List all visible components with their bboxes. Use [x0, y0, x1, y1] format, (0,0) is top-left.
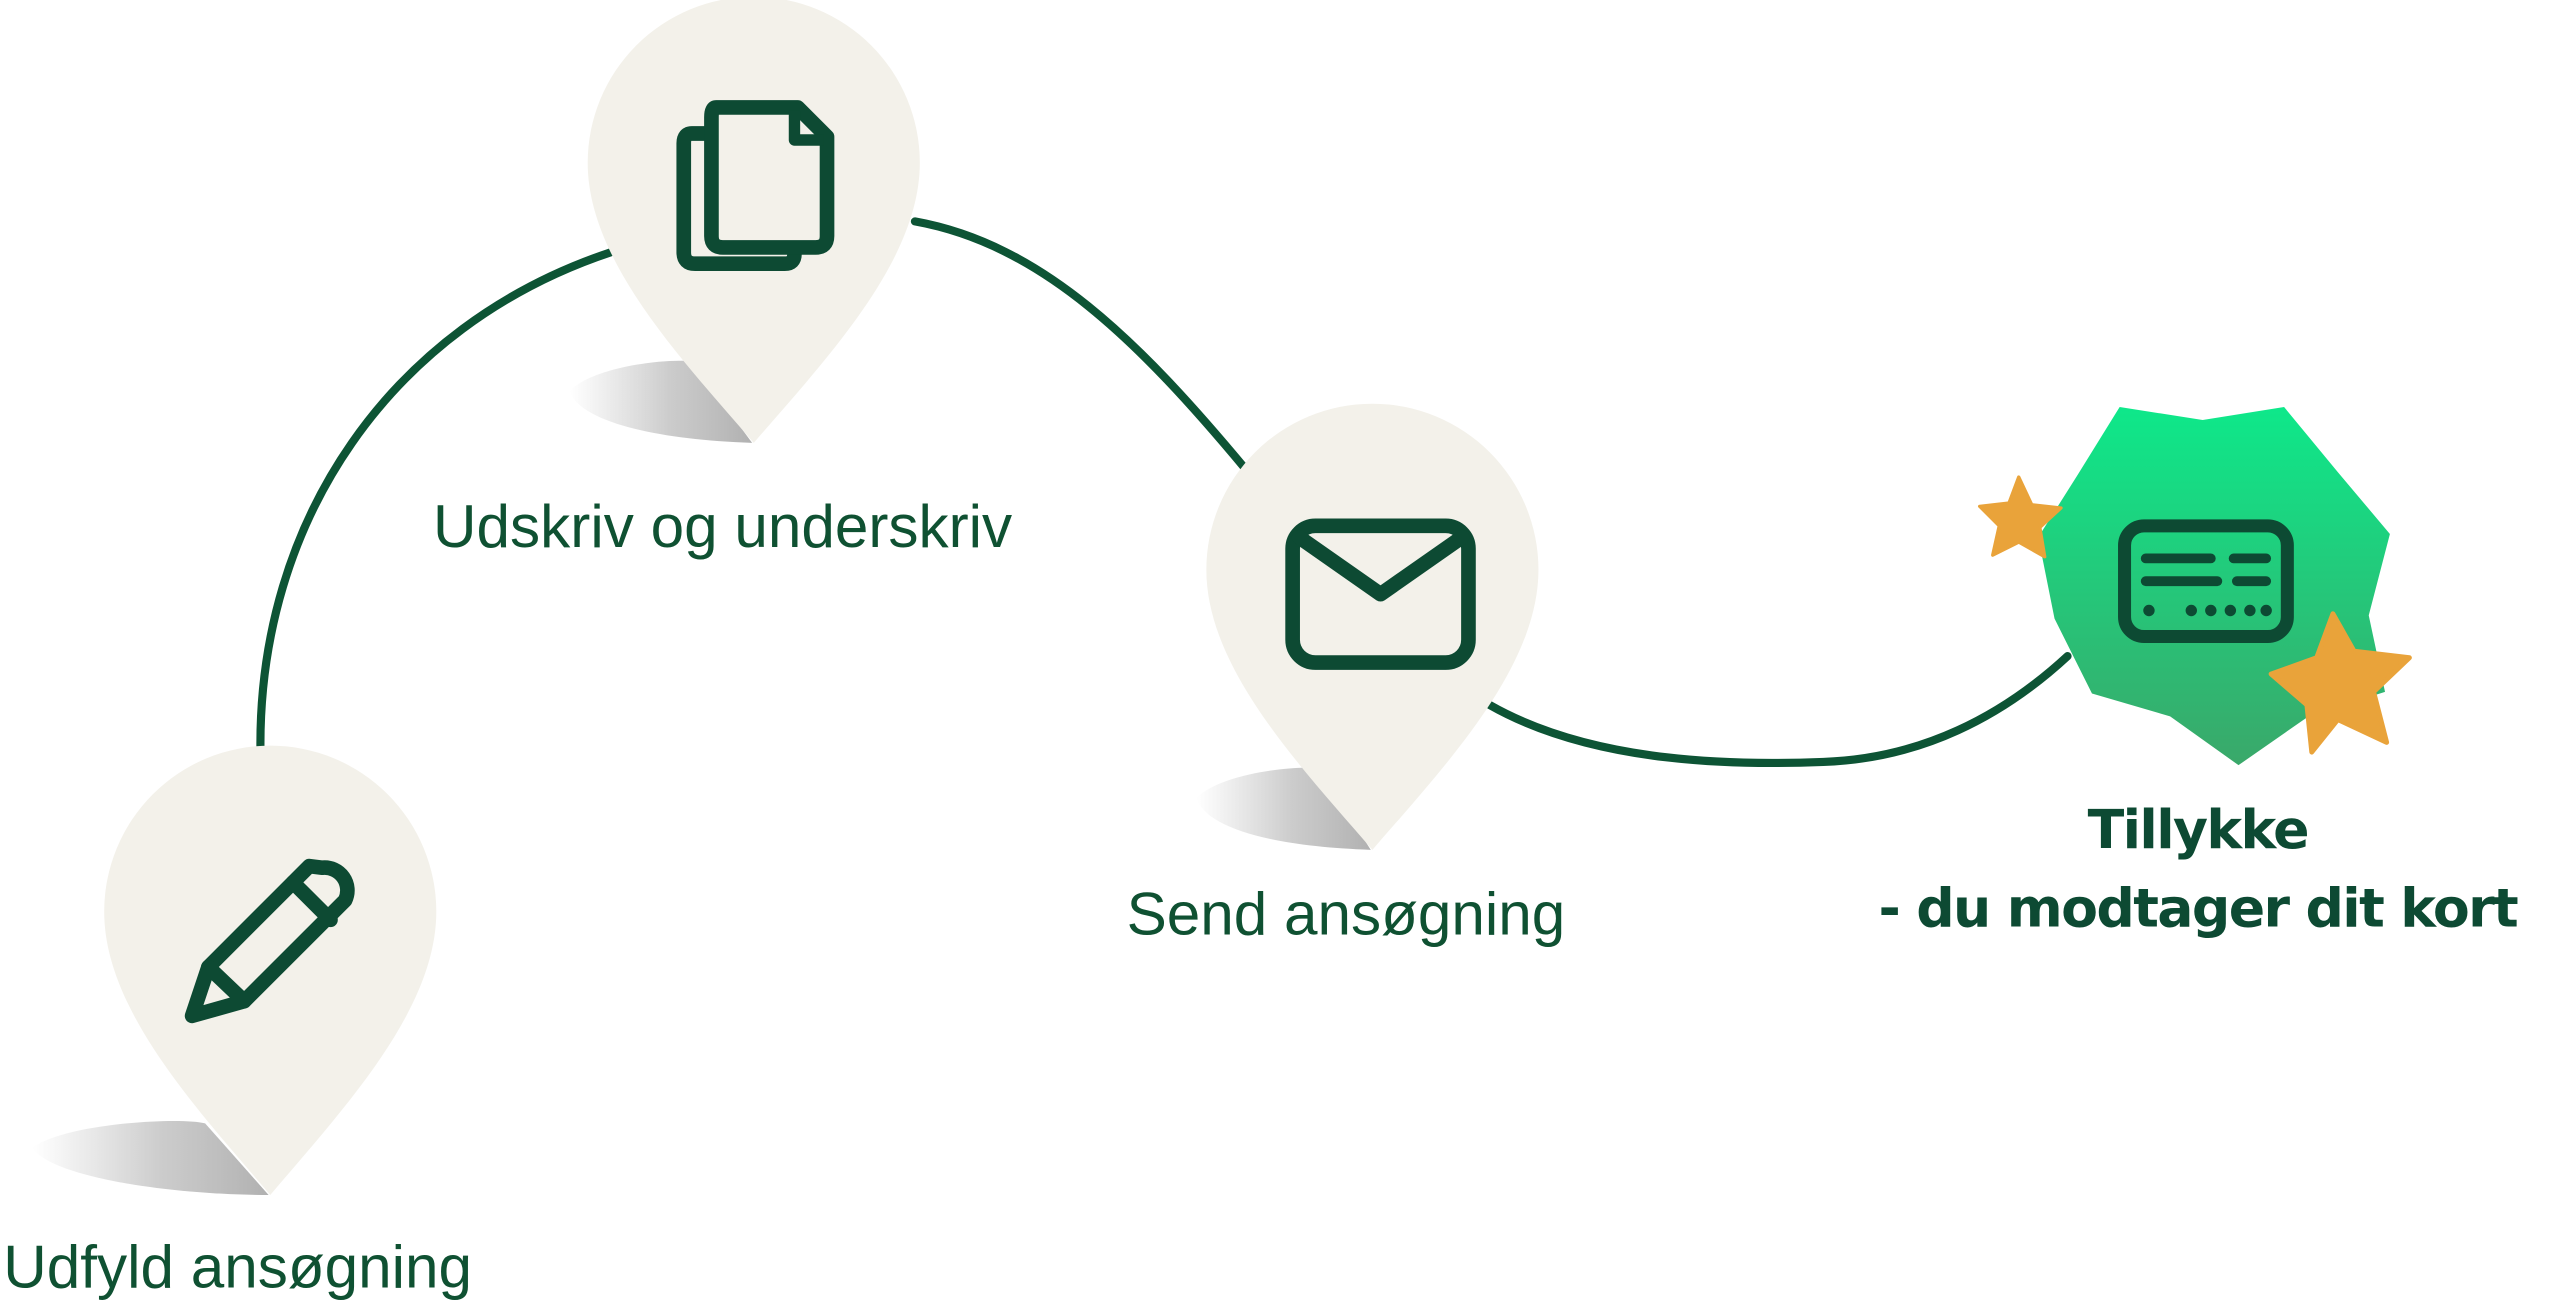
connector-path-2: [910, 217, 1250, 473]
final-step-label: Tillykke - du modtager dit kort: [1843, 791, 2553, 947]
final-line-1: Tillykke: [2087, 797, 2310, 862]
connector-path-1: [256, 248, 615, 757]
location-pin-3: [1206, 403, 1539, 850]
pencil-icon: [184, 858, 355, 1024]
star-icon-small: [1978, 475, 2063, 559]
final-line-2: - du modtager dit kort: [1878, 875, 2518, 940]
card-icon: [2118, 519, 2294, 644]
envelope-icon: [1285, 518, 1476, 670]
documents-icon: [676, 100, 835, 272]
star-icon-large: [2268, 611, 2412, 755]
step-label-send: Send ansøgning: [1126, 880, 1566, 948]
pin-shadow-1: [32, 1120, 269, 1195]
step-label-udfyld: Udfyld ansøgning: [3, 1234, 473, 1301]
step-label-udskriv: Udskriv og underskriv: [433, 493, 1013, 561]
location-pin-2: [587, 0, 920, 443]
connector-path-3: [1485, 652, 2072, 768]
